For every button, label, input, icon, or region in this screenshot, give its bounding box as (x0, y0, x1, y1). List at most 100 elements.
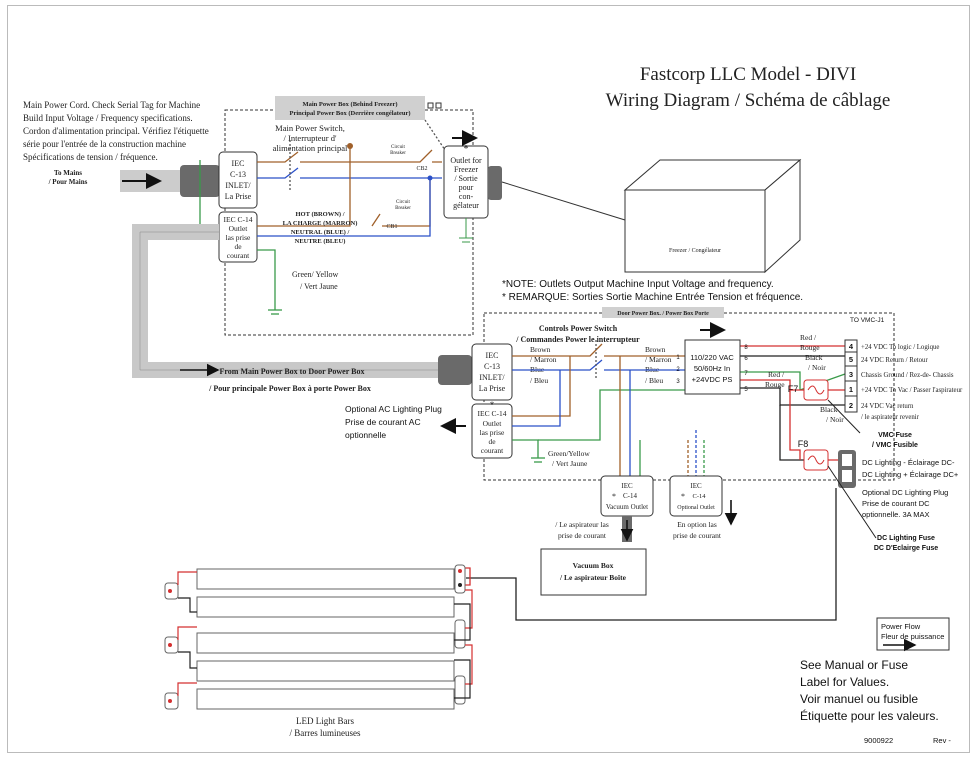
vacuum-outlet-fr-label: / Le aspirateur las prise de courant (555, 520, 609, 540)
svg-text:4: 4 (849, 342, 854, 351)
svg-text:En option las: En option las (677, 520, 717, 529)
svg-text:5: 5 (744, 387, 748, 393)
svg-text:Rouge: Rouge (800, 343, 820, 352)
svg-text:IEC: IEC (690, 482, 702, 490)
svg-text:*: * (464, 144, 469, 155)
svg-text:Prise de courant AC: Prise de courant AC (345, 417, 421, 427)
svg-text:/ le aspirateur revenir: / le aspirateur revenir (861, 414, 920, 421)
svg-text:NEUTRAL (BLUE) /: NEUTRAL (BLUE) / (291, 229, 350, 236)
svg-text:/ Interrupteur d': / Interrupteur d' (284, 133, 337, 143)
svg-text:Brown: Brown (530, 345, 551, 354)
svg-text:/ Noir: / Noir (808, 363, 826, 372)
svg-text:Circuit: Circuit (391, 145, 405, 150)
svg-text:/ Marron: / Marron (530, 355, 557, 364)
svg-text:Cordon d'alimentation principa: Cordon d'alimentation principal. Vérifie… (23, 126, 209, 136)
svg-text:courant: courant (481, 446, 504, 455)
svg-text:courant: courant (227, 251, 250, 260)
svg-text:con-: con- (459, 192, 474, 201)
to-mains-label: To Mains (54, 169, 82, 177)
see-manual-note: See Manual or Fuse Label for Values. Voi… (800, 658, 939, 723)
svg-text:Black: Black (820, 405, 838, 414)
green-yellow-door-label: Green/Yellow / Vert Jaune (548, 449, 590, 468)
svg-text:+24 VDC To logic / Logique: +24 VDC To logic / Logique (861, 344, 939, 351)
optional-outlet-fr-label: En option las prise de courant (673, 520, 722, 540)
svg-text:Green/Yellow: Green/Yellow (548, 449, 590, 458)
door-wiring (512, 340, 846, 476)
iec-c13-inlet-main: IEC C-13 INLET/ La Prise (218, 151, 258, 209)
revision: Rev - (933, 736, 951, 745)
optional-outlet: IEC * C-14 Optional Outlet (669, 475, 738, 526)
svg-text:DC Lighting - Éclairage DC-: DC Lighting - Éclairage DC- (862, 458, 955, 467)
circuit-breaker-cb1: Circuit Breaker CB1 (386, 200, 411, 230)
svg-text:Voir manuel ou fusible: Voir manuel ou fusible (800, 692, 918, 706)
svg-text:de: de (488, 437, 496, 446)
svg-text:Optional AC Lighting Plug: Optional AC Lighting Plug (345, 404, 442, 414)
door-wire-labels-right: Brown / Marron Blue / Bleu (645, 345, 672, 385)
vmc-fuse-label: VMC Fuse / VMC Fusible (827, 399, 918, 449)
svg-text:2: 2 (676, 367, 680, 373)
svg-text:Red /: Red / (768, 370, 785, 379)
main-wire-labels: HOT (BROWN) / LA CHARGE (MARRON) NEUTRAL… (283, 211, 358, 245)
svg-text:alimentation principal: alimentation principal (273, 143, 348, 153)
svg-text:1: 1 (676, 355, 680, 361)
svg-text:Label for Values.: Label for Values. (800, 675, 889, 689)
svg-text:optionnelle: optionnelle (345, 430, 386, 440)
svg-text:24 VDC Vac return: 24 VDC Vac return (861, 403, 914, 410)
vacuum-box: Vacuum Box / Le aspirateur Boîte (540, 548, 647, 596)
led-bars-label-fr: / Barres lumineuses (290, 728, 361, 738)
svg-text:IEC C-14: IEC C-14 (224, 215, 253, 224)
svg-text:Spécifications de tension / fr: Spécifications de tension / fréquence. (23, 152, 158, 162)
svg-text:Main Power Cord. Check Serial: Main Power Cord. Check Serial Tag for Ma… (23, 100, 200, 110)
svg-text:Fleur de puissance: Fleur de puissance (881, 632, 944, 641)
switch-junction (347, 143, 353, 149)
svg-text:C-13: C-13 (484, 362, 500, 371)
svg-text:F7: F7 (788, 384, 799, 394)
green-yellow-main-label: Green/ Yellow / Vert Jaune (292, 270, 338, 291)
svg-text:8: 8 (744, 345, 748, 351)
svg-text:+24 VDC To Vac / Passer l'aspi: +24 VDC To Vac / Passer l'aspirateur (861, 387, 963, 394)
svg-text:CB1: CB1 (386, 224, 397, 230)
svg-text:Main Power Switch,: Main Power Switch, (275, 123, 345, 133)
svg-text:Red /: Red / (800, 333, 817, 342)
svg-text:INLET/: INLET/ (225, 181, 251, 190)
svg-text:Étiquette pour les valeurs.: Étiquette pour les valeurs. (800, 708, 939, 723)
main-power-box: Main Power Box (Behind Freezer) Principa… (224, 96, 474, 336)
title-line2: Wiring Diagram / Schéma de câblage (606, 90, 891, 111)
svg-text:/ Vert Jaune: / Vert Jaune (552, 459, 588, 468)
svg-text:INLET/: INLET/ (479, 373, 505, 382)
svg-text:Outlet for: Outlet for (450, 156, 482, 165)
svg-text:LA CHARGE (MARRON): LA CHARGE (MARRON) (283, 220, 358, 227)
svg-text:IEC C-14: IEC C-14 (478, 409, 507, 418)
svg-text:/ Commandes Power le interrupt: / Commandes Power le interrupteur (515, 335, 640, 344)
svg-text:de: de (234, 242, 242, 251)
dc-lighting-plug: DC Lighting - Éclairage DC- DC Lighting … (838, 450, 959, 519)
svg-text:6: 6 (744, 356, 748, 362)
svg-text:pour: pour (459, 183, 474, 192)
svg-text:/ Sortie: / Sortie (454, 174, 478, 183)
svg-text:DC Lighting + Éclairage DC+: DC Lighting + Éclairage DC+ (862, 470, 959, 479)
svg-text:Chassis Ground / Rez-de- Chass: Chassis Ground / Rez-de- Chassis (861, 372, 954, 379)
svg-text:C-14: C-14 (693, 493, 707, 500)
iec-c13-inlet-door: IEC C-13 INLET/ La Prise (471, 343, 513, 401)
power-flow-legend: Power Flow Fleur de puissance (876, 617, 950, 652)
door-box-title: Door Power Box. / Power Box Porte (617, 311, 709, 317)
svg-text:Freezer: Freezer (454, 165, 478, 174)
svg-text:TO VMC-J1: TO VMC-J1 (850, 317, 885, 324)
to-mains-label-fr: / Pour Mains (48, 178, 88, 186)
vmc-j1-connector: TO VMC-J1 4 5 3 1 2 +24 VDC To logic / L… (844, 317, 963, 421)
svg-text:C-14: C-14 (623, 492, 638, 500)
svg-text:50/60Hz In: 50/60Hz In (694, 364, 730, 373)
svg-text:Brown: Brown (645, 345, 666, 354)
svg-text:DC D'Eclairge Fuse: DC D'Eclairge Fuse (874, 545, 938, 552)
svg-text:Vacuum Box: Vacuum Box (573, 561, 614, 570)
freezer-label: Freezer / Congélateur (669, 248, 721, 254)
main-switch-label: Main Power Switch, / Interrupteur d' ali… (273, 123, 348, 153)
svg-text:las prise: las prise (226, 233, 251, 242)
fuse-f7: F7 (788, 379, 829, 401)
svg-text:Breaker: Breaker (390, 151, 406, 156)
vacuum-outlet: IEC * C-14 Vacuum Outlet (600, 475, 654, 542)
svg-text:2: 2 (849, 401, 853, 410)
cord-note: Main Power Cord. Check Serial Tag for Ma… (23, 100, 209, 162)
svg-text:*: * (681, 492, 685, 501)
svg-text:Prise de courant DC: Prise de courant DC (862, 499, 930, 508)
